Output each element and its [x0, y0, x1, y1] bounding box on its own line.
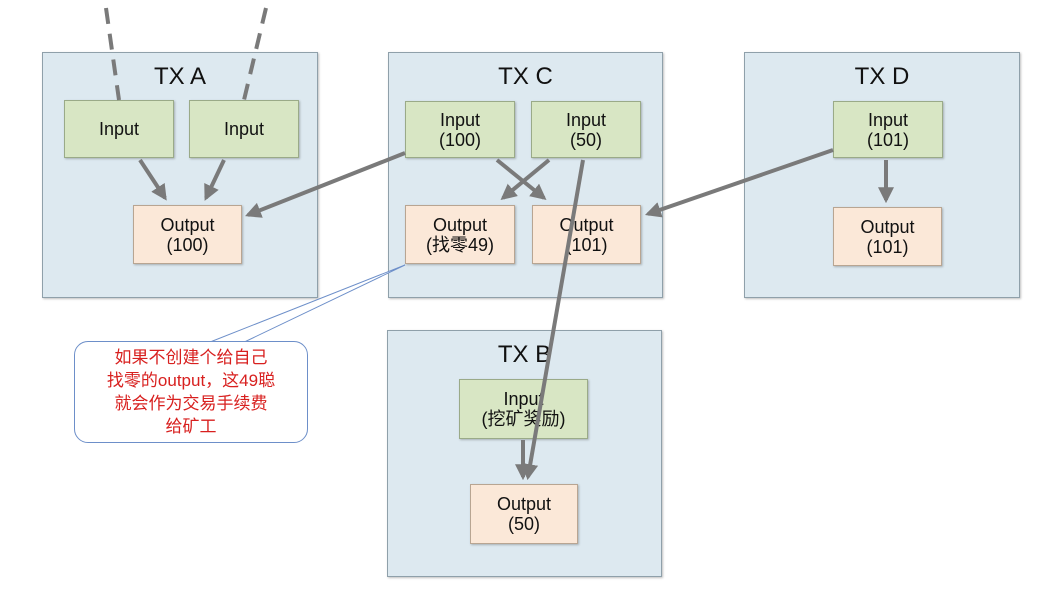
tx-c-input-2-label: Input [565, 109, 607, 130]
arrow-tx-c-input-1-to-output-2 [495, 158, 547, 201]
tx-a-output-1-label: Output [160, 214, 215, 235]
tx-d-output-1: Output (101) [833, 207, 942, 266]
tx-c-output-change-label: Output [432, 214, 488, 235]
tx-b-output-1: Output (50) [470, 484, 578, 544]
tx-b-input-1-amount: (挖矿奖励) [481, 409, 566, 429]
tx-a-input-1-dashed-source [104, 7, 121, 101]
tx-b-output-1-label: Output [496, 494, 552, 514]
tx-a-output-1-amount: (100) [166, 234, 209, 255]
tx-d-input-1: Input (101) [833, 101, 943, 158]
arrow-tx-c-input-2-to-change-output [500, 158, 551, 201]
arrow-tx-c-input-2-to-tx-b-output [522, 159, 585, 481]
annotation-line-2: 找零的output，这49聪 [106, 371, 276, 390]
tx-c-input-1: Input (100) [405, 101, 515, 158]
tx-a-input-2: Input [189, 100, 299, 158]
tx-c-input-1-label: Input [439, 109, 481, 130]
tx-a-title: TX A [153, 63, 207, 90]
tx-d-input-1-amount: (101) [866, 129, 910, 150]
tx-a-output-1: Output (100) [133, 205, 242, 264]
arrow-tx-d-input-to-tx-c-output-2 [644, 148, 834, 218]
tx-b-input-1: Input (挖矿奖励) [459, 379, 588, 439]
annotation-line-1: 如果不创建个给自己 [114, 348, 268, 367]
tx-d-output-1-amount: (101) [866, 236, 909, 257]
tx-a-input-1-label: Input [98, 119, 140, 139]
tx-a-input-1: Input [64, 100, 174, 158]
arrow-tx-c-input-1-to-tx-a-output [245, 151, 406, 218]
tx-b-title: TX B [497, 341, 552, 368]
arrow-tx-a-input-1-to-output [138, 158, 167, 201]
tx-c-output-2-amount: (101) [565, 234, 608, 255]
note-pointer [199, 264, 406, 347]
annotation-line-3: 就会作为交易手续费 [114, 394, 268, 413]
tx-c-output-change: Output (找零49) [405, 205, 515, 264]
tx-a-input-2-dashed-source [242, 7, 268, 101]
tx-b-input-1-label: Input [503, 389, 544, 409]
tx-c-output-2: Output (101) [532, 205, 641, 264]
tx-d-input-1-label: Input [867, 109, 909, 130]
tx-c-input-2: Input (50) [531, 101, 641, 158]
tx-c-title: TX C [498, 63, 553, 90]
tx-d-output-1-label: Output [860, 216, 915, 237]
annotation-callout: 如果不创建个给自己 找零的output，这49聪 就会作为交易手续费 给矿工 [74, 341, 308, 443]
tx-d-title: TX D [854, 63, 910, 90]
tx-c-input-2-amount: (50) [569, 129, 602, 150]
annotation-line-4: 给矿工 [165, 417, 217, 436]
arrow-tx-a-input-2-to-output [204, 159, 226, 201]
tx-b-output-1-amount: (50) [507, 514, 540, 534]
tx-a-input-2-label: Input [223, 119, 265, 139]
tx-c-output-change-amount: (找零49) [425, 234, 494, 255]
tx-c-input-1-amount: (100) [438, 129, 482, 150]
